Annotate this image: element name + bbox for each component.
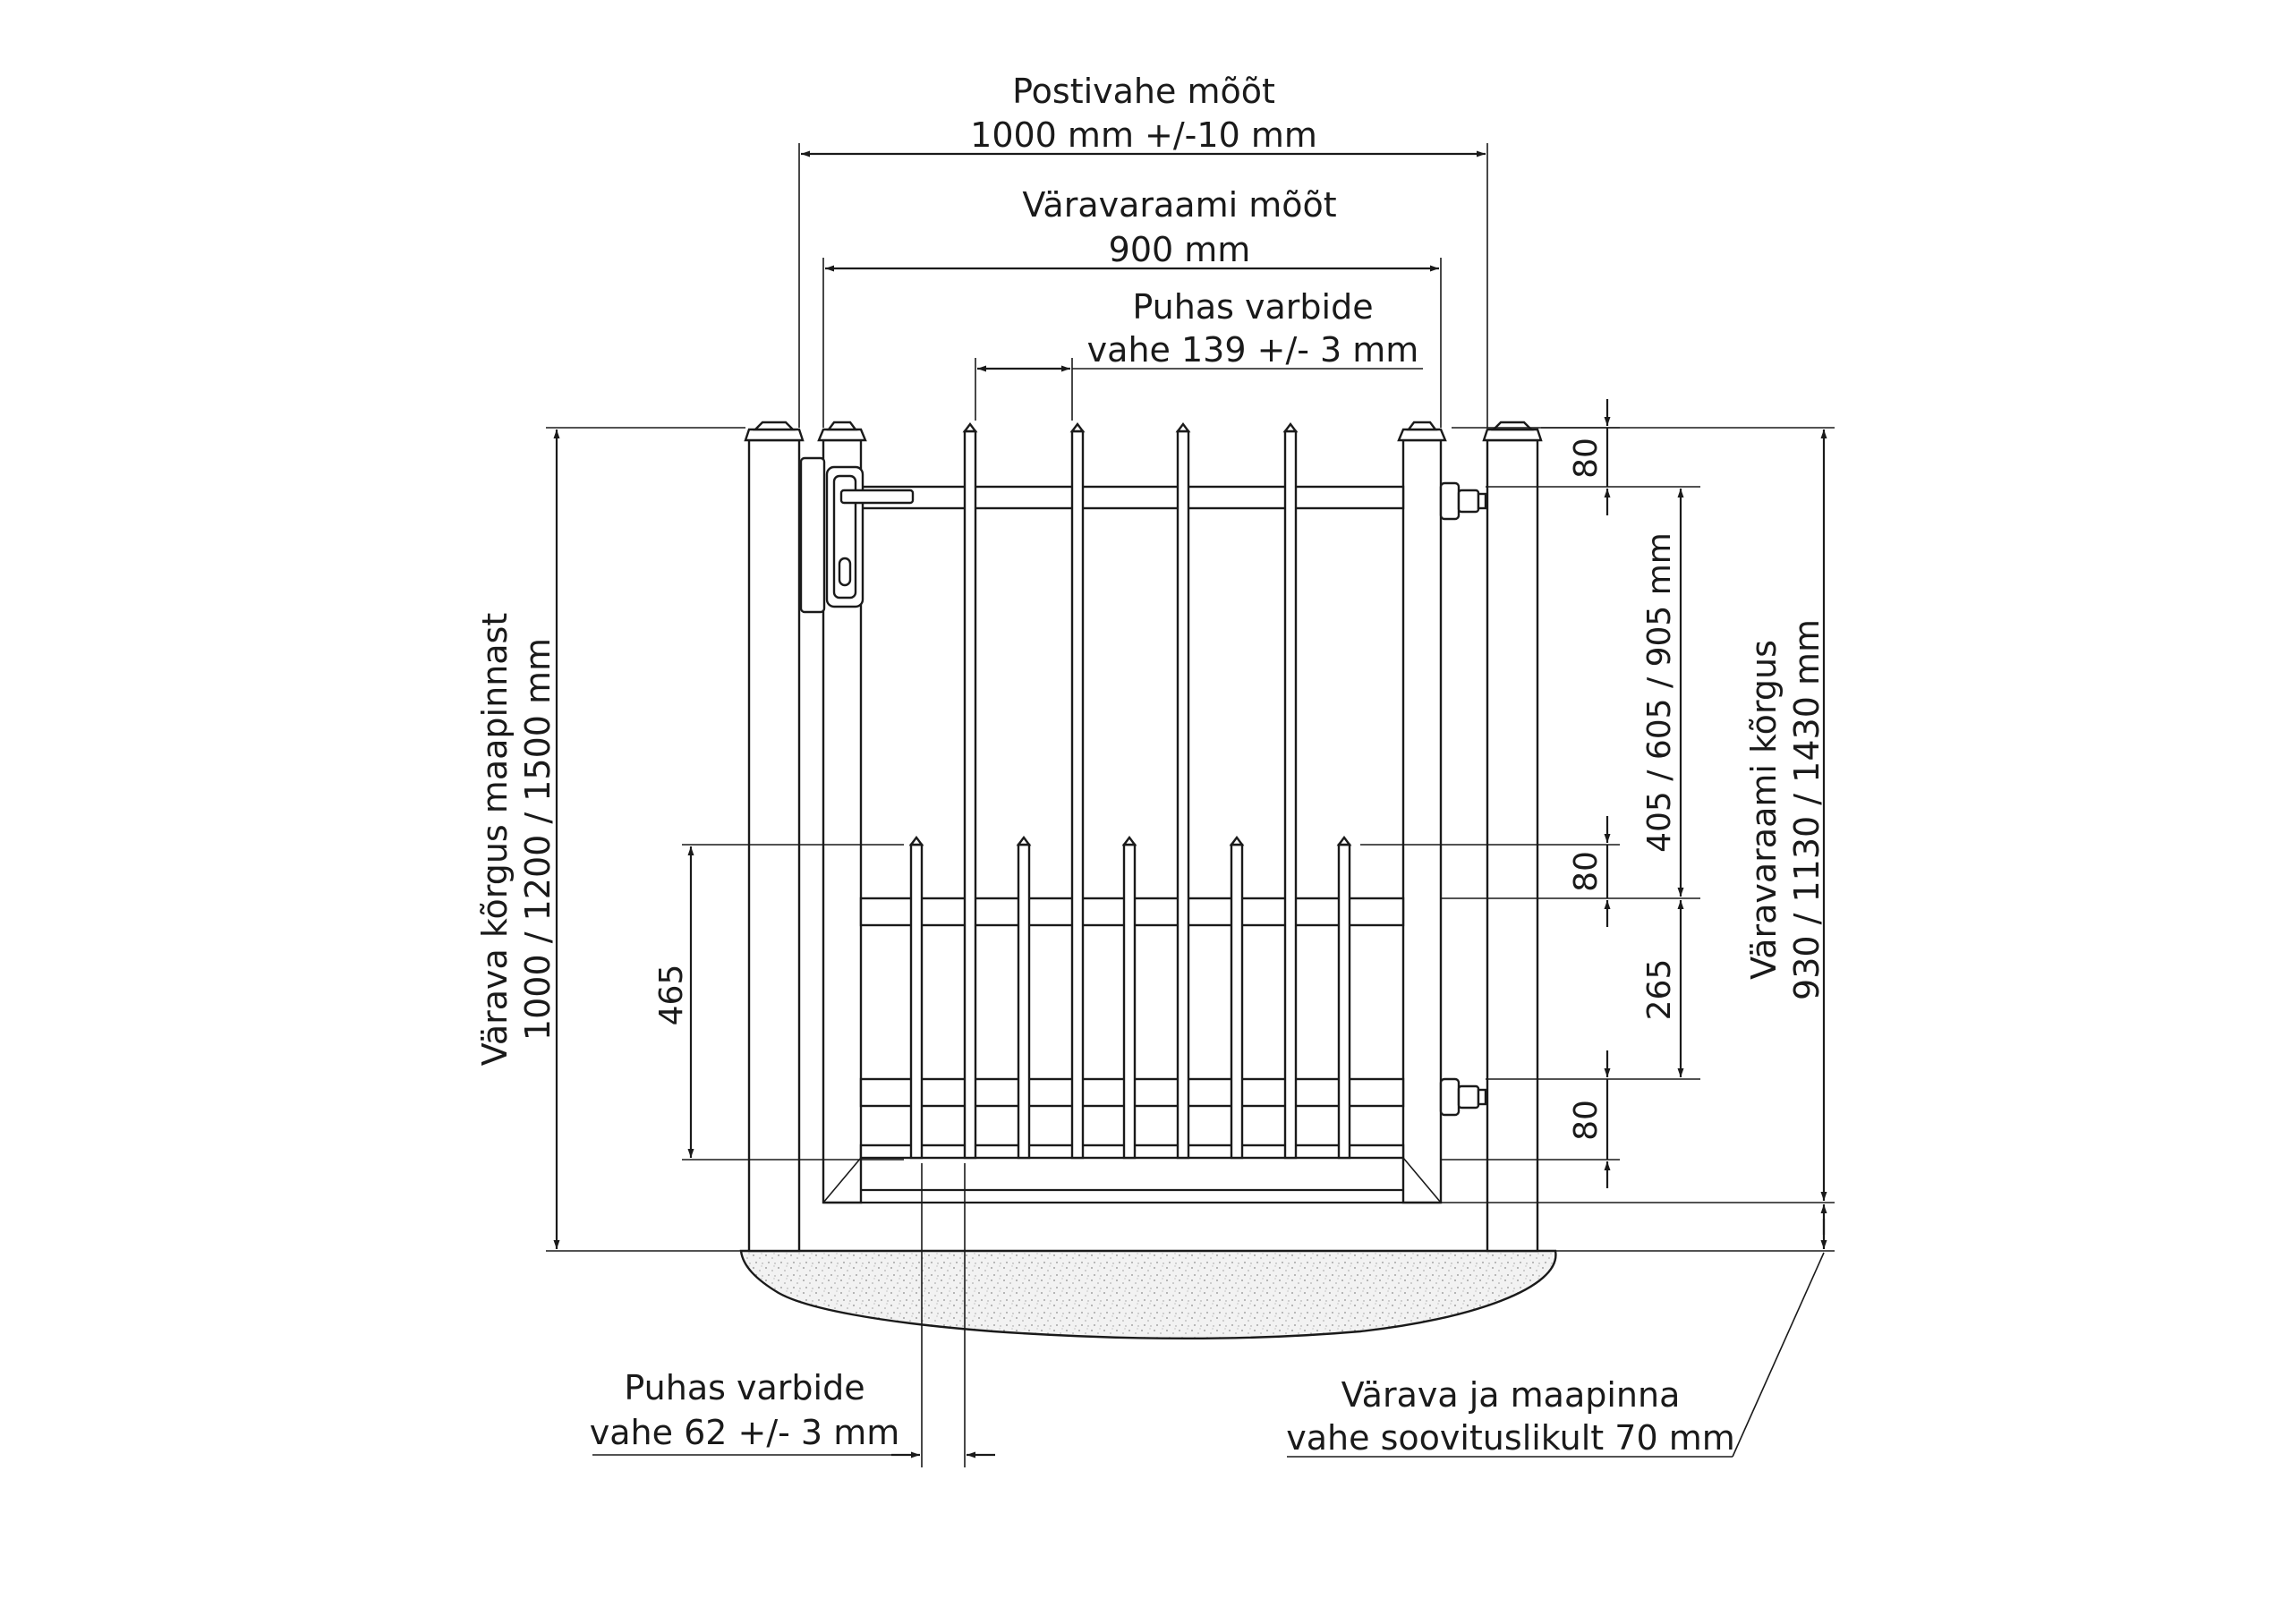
dim-80-mid-label: 80 xyxy=(1568,851,1605,892)
dim-frame-width: Väravaraami mõõt 900 mm xyxy=(822,185,1442,428)
hinge-top xyxy=(1439,481,1487,521)
ground-gap-title: Värava ja maapinna xyxy=(1341,1375,1681,1415)
dim-405-label: 405 / 605 / 905 mm xyxy=(1641,532,1678,853)
gate-height-value: 1000 / 1200 / 1500 mm xyxy=(518,638,558,1041)
ground xyxy=(739,1249,1557,1340)
dim-265-label: 265 xyxy=(1641,959,1678,1021)
short-bars xyxy=(908,836,1352,1160)
dim-gate-height: Värava kõrgus maapinnast 1000 / 1200 / 1… xyxy=(475,427,745,1252)
frame-height-title: Väravaraami kõrgus xyxy=(1744,640,1784,980)
frame-width-value: 900 mm xyxy=(1109,230,1251,269)
post-spacing-title: Postivahe mõõt xyxy=(1012,72,1275,111)
dim-bottom-bar-gap: Puhas varbide vahe 62 +/- 3 mm xyxy=(590,1163,995,1467)
post-spacing-value: 1000 mm +/-10 mm xyxy=(970,115,1317,155)
latch-handle xyxy=(799,456,915,614)
top-bar-gap-value: vahe 139 +/- 3 mm xyxy=(1087,330,1419,370)
dim-80-top-label: 80 xyxy=(1568,438,1605,479)
frame-height-value: 930 / 1130 / 1430 mm xyxy=(1787,619,1827,1000)
bottom-bar-gap-value: vahe 62 +/- 3 mm xyxy=(590,1413,899,1452)
top-rail xyxy=(859,485,1405,510)
dim-top-bar-gap: Puhas varbide vahe 139 +/- 3 mm xyxy=(975,287,1423,421)
top-bar-gap-title: Puhas varbide xyxy=(1132,287,1373,327)
dim-post-spacing: Postivahe mõõt 1000 mm +/-10 mm xyxy=(798,72,1488,428)
hinge-bottom xyxy=(1439,1077,1487,1117)
dim-80-bottom-label: 80 xyxy=(1568,1100,1605,1141)
dim-465: 465 xyxy=(653,844,904,1161)
right-post xyxy=(1482,421,1543,1253)
dim-frame-height: Väravaraami kõrgus 930 / 1130 / 1430 mm xyxy=(1441,427,1835,1252)
dim-right-chain: 80 405 / 605 / 905 mm 80 265 80 xyxy=(1360,399,1700,1188)
dim-465-label: 465 xyxy=(653,965,690,1026)
ground-gap-value: vahe soovituslikult 70 mm xyxy=(1286,1418,1734,1458)
long-bars xyxy=(962,422,1299,1160)
gate-height-title: Värava kõrgus maapinnast xyxy=(475,613,515,1066)
left-post xyxy=(744,421,805,1253)
dim-ground-gap: Värava ja maapinna vahe soovituslikult 7… xyxy=(1286,1204,1827,1458)
frame-width-title: Väravaraami mõõt xyxy=(1022,185,1336,225)
bottom-bar-gap-title: Puhas varbide xyxy=(624,1368,864,1407)
